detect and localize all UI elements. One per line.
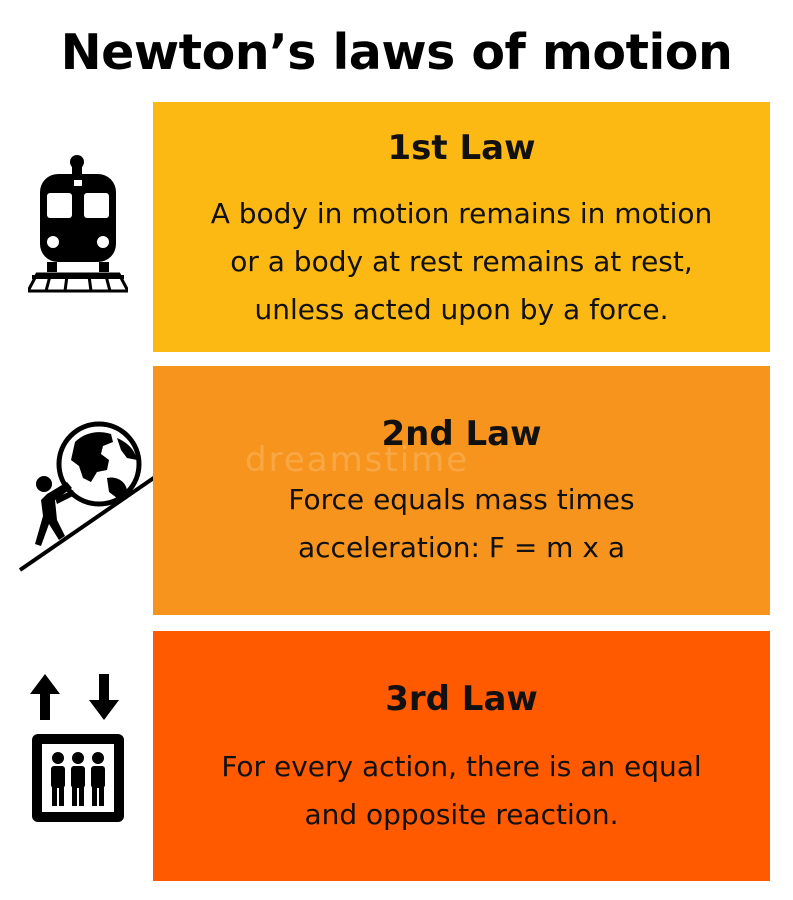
page-title: Newton’s laws of motion — [60, 24, 733, 81]
law-heading: 2nd Law — [381, 414, 542, 454]
law-description-line: acceleration: F = m x a — [298, 531, 625, 564]
law-description: Force equals mass times acceleration: F … — [153, 476, 770, 572]
law-description-line: and opposite reaction. — [304, 798, 619, 831]
watermark: dreamstime — [245, 440, 470, 480]
law-card-1: 1st Law A body in motion remains in moti… — [153, 102, 770, 352]
law-description-line: unless acted upon by a force. — [254, 293, 669, 326]
law-description: A body in motion remains in motion or a … — [153, 190, 770, 334]
law-description: For every action, there is an equal and … — [153, 743, 770, 839]
law-description-line: For every action, there is an equal — [221, 750, 702, 783]
law-description-line: Force equals mass times — [288, 483, 635, 516]
train-icon — [25, 152, 131, 294]
law-card-2: 2nd Law Force equals mass times accelera… — [153, 366, 770, 615]
law-description-line: A body in motion remains in motion — [210, 197, 713, 230]
law-heading: 3rd Law — [385, 679, 538, 719]
law-heading: 1st Law — [387, 128, 536, 168]
law-description-line: or a body at rest remains at rest, — [230, 245, 693, 278]
law-card-3: 3rd Law For every action, there is an eq… — [153, 631, 770, 881]
person-pushing-globe-icon — [17, 420, 177, 575]
elevator-icon — [28, 668, 128, 828]
